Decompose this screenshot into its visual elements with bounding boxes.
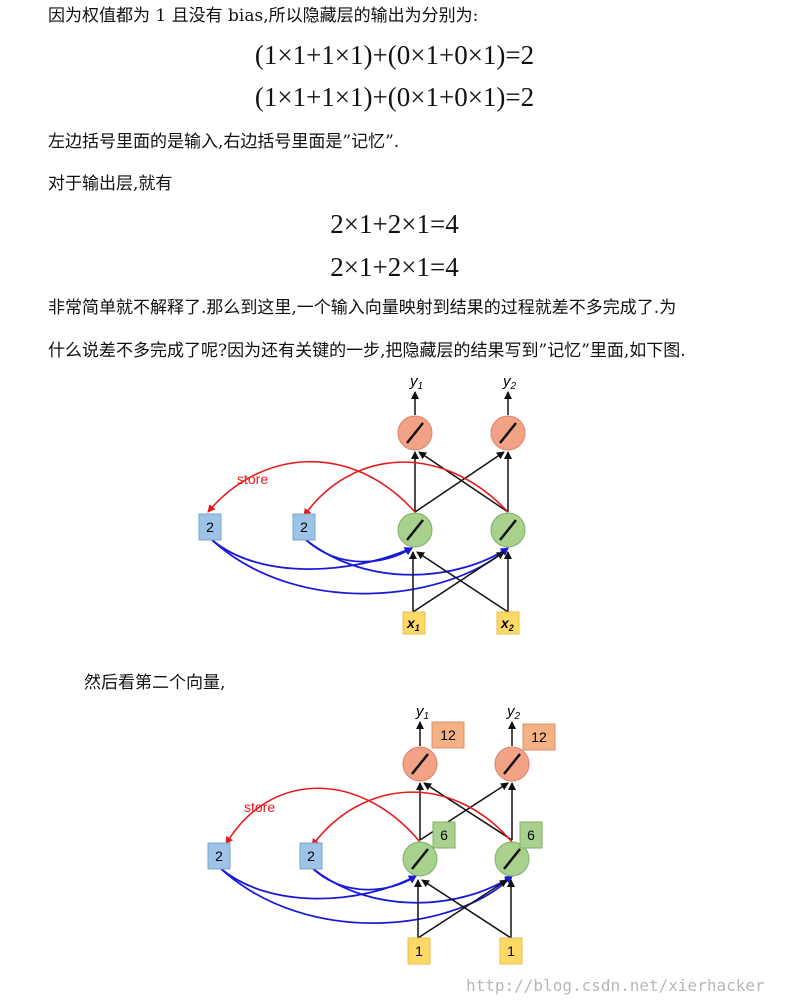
output-value-box-1 <box>431 721 465 749</box>
input-box-1 <box>407 937 431 965</box>
activation-icon <box>406 519 424 541</box>
input-value-2: 1 <box>507 943 515 959</box>
edge-x1-h2 <box>412 551 505 613</box>
label-y2: y2 <box>502 373 517 392</box>
store-arrow-2 <box>311 791 513 847</box>
equation-output-2: 2×1+2×1=4 <box>330 252 459 282</box>
activation-icon <box>503 848 521 870</box>
hidden-value-box-2 <box>519 821 543 849</box>
activation-icon <box>503 753 521 775</box>
edge-in1-h2 <box>417 879 508 939</box>
label-y2: y2 <box>506 703 521 722</box>
equation-hidden-1: (1×1+1×1)+(0×1+0×1)=2 <box>254 40 535 70</box>
input-value-1: 1 <box>415 943 423 959</box>
memory-box-2 <box>299 842 323 870</box>
output-value-box-2 <box>522 723 556 751</box>
hidden-value-2: 6 <box>527 827 535 843</box>
store-arrow-1 <box>225 787 421 845</box>
equation-hidden-2: (1×1+1×1)+(0×1+0×1)=2 <box>254 82 535 112</box>
equation-output-1: 2×1+2×1=4 <box>330 209 459 239</box>
paragraph-weights: 因为权值都为 1 且没有 bias,所以隐藏层的输出为分别为: <box>48 6 479 26</box>
recurrent-m1-h2 <box>219 867 513 924</box>
recurrent-m1-h1 <box>211 539 413 570</box>
memory-box-1 <box>207 842 231 870</box>
activation-icon <box>499 519 517 541</box>
paragraph-output-layer: 对于输出层,就有 <box>48 174 173 194</box>
activation-icon <box>411 753 429 775</box>
edge-h1-o2 <box>414 451 505 513</box>
paragraph-second-vector: 然后看第二个向量, <box>84 673 226 693</box>
store-label: store <box>237 471 268 487</box>
input-label-x1: x1 <box>406 615 420 633</box>
input-box-x2 <box>496 611 520 635</box>
memory-value-1: 2 <box>215 848 223 864</box>
store-arrow-1 <box>207 460 416 513</box>
output-value-2: 12 <box>531 729 547 745</box>
paragraph-brackets: 左边括号里面的是输入,右边括号里面是”记忆”. <box>48 132 400 152</box>
input-box-x1 <box>402 611 426 635</box>
memory-value-2: 2 <box>300 519 308 535</box>
memory-value-1: 2 <box>206 519 214 535</box>
edge-x2-h1 <box>416 551 509 613</box>
edge-h2-o1 <box>418 451 509 513</box>
input-box-2 <box>499 937 523 965</box>
activation-icon <box>406 422 424 444</box>
store-label: store <box>244 799 275 815</box>
hidden-value-box-1 <box>432 821 456 849</box>
edge-in2-h1 <box>421 879 512 939</box>
activation-icon <box>499 422 517 444</box>
label-y1: y1 <box>409 373 423 392</box>
store-arrow-2 <box>303 461 509 517</box>
activation-icon <box>411 848 429 870</box>
label-y1: y1 <box>415 703 429 722</box>
input-label-x2: x2 <box>500 615 514 633</box>
memory-value-2: 2 <box>307 848 315 864</box>
paragraph-explain-2: 什么说差不多完成了呢?因为还有关键的一步,把隐藏层的结果写到”记忆”里面,如下图… <box>48 341 686 361</box>
output-value-1: 12 <box>440 727 456 743</box>
paragraph-explain-1: 非常简单就不解释了.那么到这里,一个输入向量映射到结果的过程就差不多完成了.为 <box>48 298 677 318</box>
watermark: http://blog.csdn.net/xierhacker <box>466 976 765 995</box>
edge-h2-o1 <box>423 782 513 841</box>
hidden-value-1: 6 <box>440 827 448 843</box>
memory-box-1 <box>198 513 222 541</box>
memory-box-2 <box>292 513 316 541</box>
